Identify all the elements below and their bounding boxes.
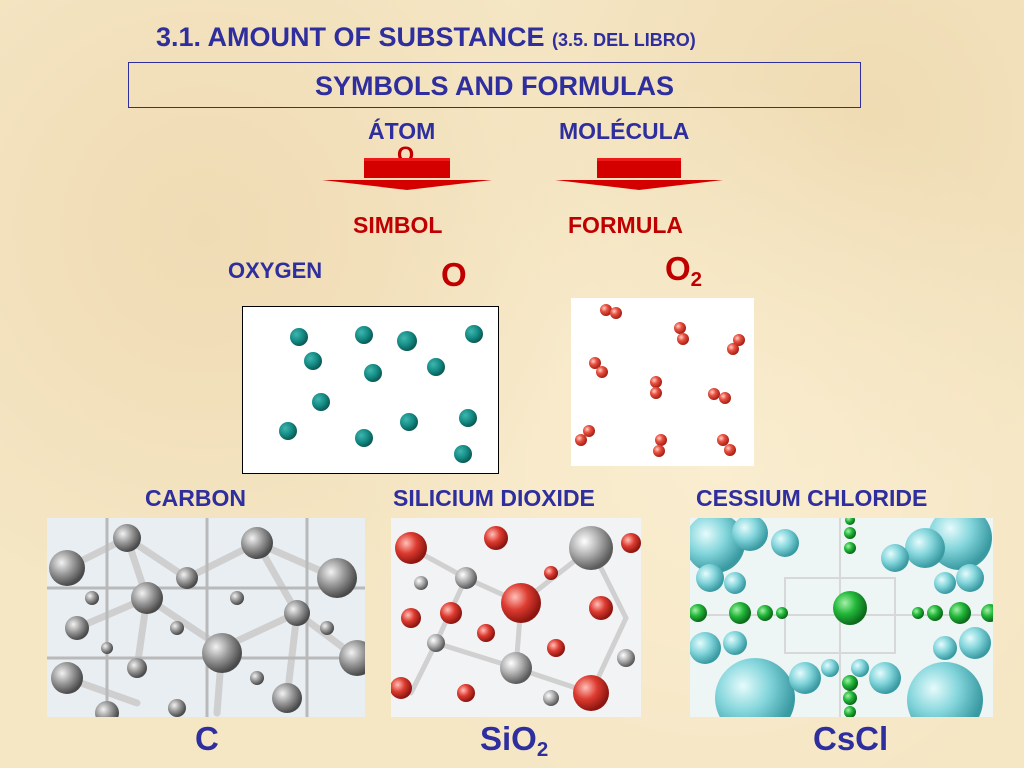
molecule-label: MOLÉCULA <box>559 118 690 144</box>
formula-carbon-base: C <box>195 720 219 757</box>
formula-label: FORMULA <box>568 212 683 238</box>
formula-carbon: C <box>195 720 219 758</box>
title-note: (3.5. DEL LIBRO) <box>552 30 696 50</box>
oxygen-atoms-illustration <box>279 325 483 463</box>
cesium-chloride-lattice-illustration <box>690 518 993 717</box>
symbol-label: SIMBOL <box>353 212 443 238</box>
structure-label-cesium-chloride: CESSIUM CHLORIDE <box>696 485 928 511</box>
structure-label-silicon-dioxide: SILICIUM DIOXIDE <box>393 485 595 511</box>
formula-cesium-chloride: CsCl <box>813 720 888 758</box>
cesium-chloride-crystal-image <box>690 518 993 717</box>
atom-label: ÁTOM <box>368 118 436 144</box>
molecule-formula-subscript: 2 <box>690 268 703 292</box>
molecule-formula: O2 <box>665 250 702 292</box>
formula-sio2-base: SiO <box>480 720 537 757</box>
atom-down-arrow-icon <box>322 158 492 190</box>
element-symbol: O <box>441 256 467 293</box>
subtitle-frame <box>128 62 861 108</box>
silicon-dioxide-crystal-image <box>391 518 641 717</box>
element-name: OXYGEN <box>228 258 323 283</box>
title-main: 3.1. AMOUNT OF SUBSTANCE <box>156 22 545 52</box>
page-title: 3.1. AMOUNT OF SUBSTANCE (3.5. DEL LIBRO… <box>156 22 696 53</box>
carbon-crystal-image <box>47 518 365 717</box>
formula-sio2-subscript: 2 <box>536 738 549 762</box>
molecule-down-arrow-icon <box>555 158 723 190</box>
oxygen-atoms-panel <box>242 306 499 474</box>
oxygen-molecules-illustration <box>575 304 745 457</box>
silicon-dioxide-lattice-illustration <box>391 526 641 711</box>
oxygen-molecules-panel <box>571 298 754 466</box>
formula-silicon-dioxide: SiO2 <box>480 720 548 762</box>
formula-cscl-base: CsCl <box>813 720 889 757</box>
subtitle: SYMBOLS AND FORMULAS <box>315 71 674 101</box>
molecule-formula-base: O <box>665 250 691 287</box>
structure-label-carbon: CARBON <box>145 485 246 511</box>
carbon-lattice-illustration <box>47 518 365 717</box>
